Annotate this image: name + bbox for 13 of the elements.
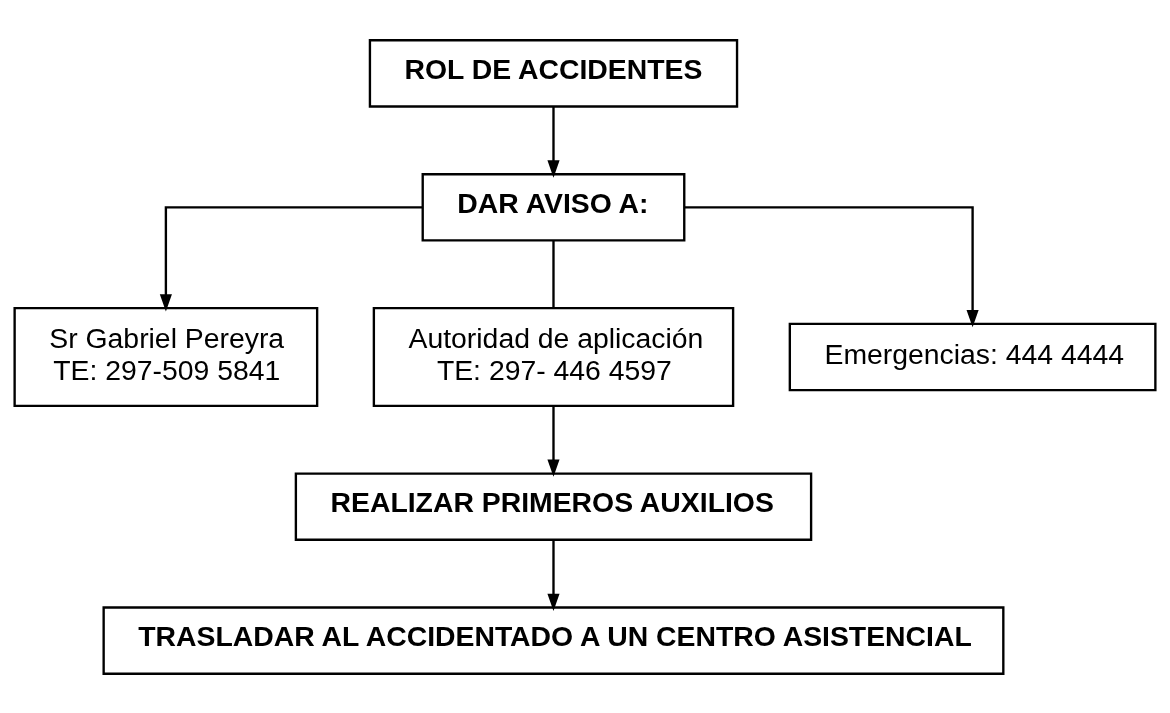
- arrow: [684, 205, 979, 327]
- node-box: DAR AVISO A:: [421, 172, 686, 242]
- node-box: TRASLADAR AL ACCIDENTADO A UN CENTRO ASISTENCIAL: [102, 605, 1005, 675]
- node-box: Sr Gabriel Pereyra TE: 297-509 5841: [13, 306, 319, 407]
- arrow: [547, 539, 560, 611]
- node-box: Emergencias: 444 4444: [788, 322, 1157, 391]
- connector: [552, 240, 555, 308]
- arrow: [547, 106, 560, 178]
- arrow: [159, 205, 423, 312]
- arrow: [547, 405, 560, 477]
- node-box: Autoridad de aplicación TE: 297- 446 4597: [372, 306, 735, 407]
- node-box: REALIZAR PRIMEROS AUXILIOS: [294, 471, 813, 541]
- node-box: ROL DE ACCIDENTES: [368, 38, 739, 108]
